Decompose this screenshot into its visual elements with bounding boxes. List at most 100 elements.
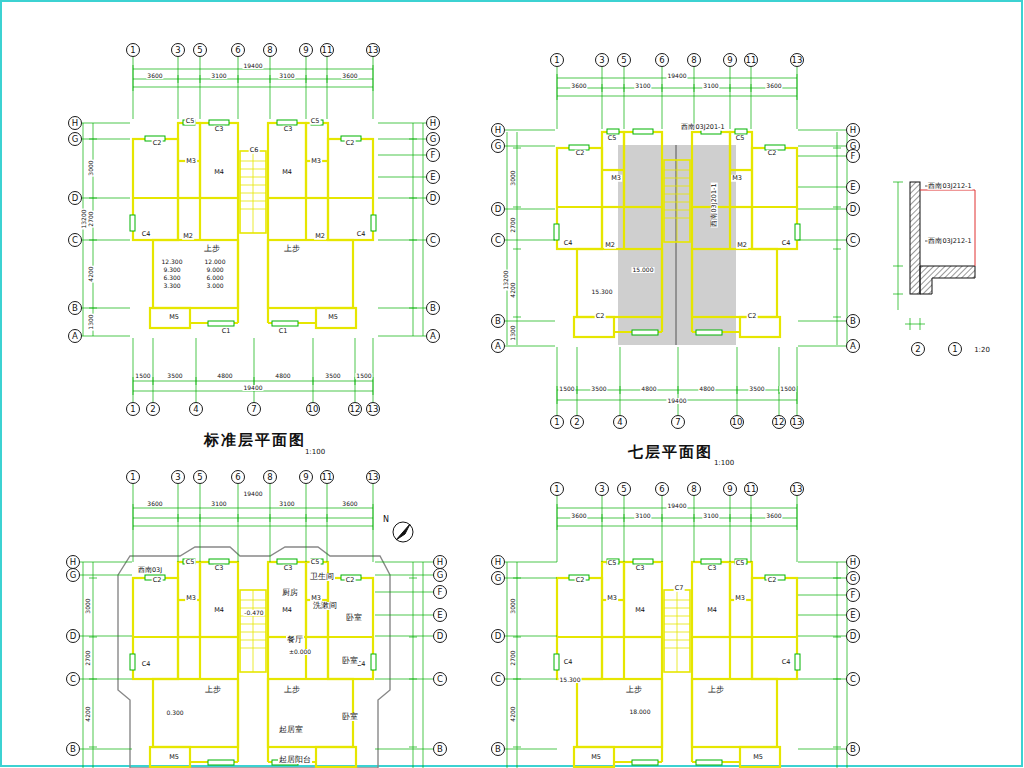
axis-line xyxy=(378,198,426,199)
axis-line xyxy=(694,496,695,562)
window-tag: C4 xyxy=(141,661,152,668)
axis-bubble: 8 xyxy=(687,53,701,67)
axis-bubble: 11 xyxy=(320,470,334,484)
dimension-text: 13200 xyxy=(503,269,509,290)
axis-bubble: E xyxy=(846,180,860,194)
axis-bubble: B xyxy=(491,314,505,328)
axis-bubble: G xyxy=(491,139,505,153)
axis-bubble: 13 xyxy=(366,43,380,57)
axis-line xyxy=(798,130,846,131)
axis-bubble: 11 xyxy=(744,53,758,67)
dimension-text: 4200 xyxy=(510,705,516,722)
axis-bubble: 1 xyxy=(550,415,564,429)
axis-line xyxy=(751,67,752,129)
north-arrow xyxy=(393,522,413,542)
axis-line xyxy=(82,240,130,241)
window-tag: M4 xyxy=(213,169,225,176)
dimension-text: 2700 xyxy=(88,210,94,227)
axis-line xyxy=(306,57,307,119)
dimension-text: 3600 xyxy=(341,73,358,79)
window-tag: M3 xyxy=(731,175,743,182)
axis-line xyxy=(375,615,433,616)
axis-line xyxy=(505,679,557,680)
elevation-text: 9.300 xyxy=(162,267,181,273)
axis-line xyxy=(779,347,780,415)
axis-bubble: B xyxy=(433,742,447,756)
axis-line xyxy=(602,67,603,129)
window-tag: M3 xyxy=(610,175,622,182)
axis-bubble: 4 xyxy=(189,402,203,416)
room-label: 卧室 xyxy=(341,713,359,721)
window-tag: C5 xyxy=(310,118,321,125)
axis-bubble: 2 xyxy=(146,402,160,416)
axis-bubble: B xyxy=(426,301,440,315)
axis-bubble: C xyxy=(846,233,860,247)
window-tag: C5 xyxy=(607,560,618,567)
dimension-text: 3500 xyxy=(590,386,607,392)
axis-bubble: H xyxy=(491,123,505,137)
axis-line xyxy=(373,338,374,402)
axis-line xyxy=(730,496,731,562)
axis-line xyxy=(798,156,846,157)
axis-line xyxy=(662,496,663,562)
axis-bubble: 7 xyxy=(247,402,261,416)
dimension-text: 1500 xyxy=(355,373,372,379)
window-tag: M4 xyxy=(706,607,718,614)
window-tag: C2 xyxy=(345,140,356,147)
axis-line xyxy=(798,679,846,680)
axis-line xyxy=(378,308,426,309)
window-tag: 西南03J201-1 xyxy=(680,124,725,131)
axis-bubble: B xyxy=(491,742,505,756)
room-label: 卧室 xyxy=(341,657,359,665)
elevation-text: 18.000 xyxy=(629,709,652,715)
axis-bubble: 12 xyxy=(772,415,786,429)
window-tag: M2 xyxy=(314,233,326,240)
window-tag: C6 xyxy=(249,147,260,154)
dimension-text: 19400 xyxy=(242,63,263,69)
elevation-text: 15.300 xyxy=(559,677,582,683)
axis-bubble: G xyxy=(68,132,82,146)
axis-line xyxy=(624,496,625,562)
room-label: 厨房 xyxy=(281,589,299,597)
axis-line xyxy=(797,347,798,415)
dimension-text: 19400 xyxy=(666,398,687,404)
axis-bubble: H xyxy=(491,555,505,569)
axis-bubble: 10 xyxy=(730,415,744,429)
axis-line xyxy=(378,240,426,241)
dimension-text: 3000 xyxy=(88,159,94,176)
elevation-text: 12.300 xyxy=(161,259,184,265)
window-tag: C2 xyxy=(767,577,778,584)
axis-line xyxy=(798,146,846,147)
window-tag: C5 xyxy=(185,118,196,125)
axis-bubble: F xyxy=(846,149,860,163)
window-tag: C4 xyxy=(781,240,792,247)
dimension-text: 4800 xyxy=(698,386,715,392)
window-tag: C2 xyxy=(152,577,163,584)
axis-bubble: 5 xyxy=(617,482,631,496)
window-tag: M3 xyxy=(310,158,322,165)
dimension-text: 3500 xyxy=(166,373,183,379)
axis-line xyxy=(178,57,179,119)
axis-bubble: 1 xyxy=(126,402,140,416)
axis-line xyxy=(200,57,201,119)
axis-line xyxy=(133,484,134,562)
axis-line xyxy=(624,67,625,129)
axis-bubble: 8 xyxy=(687,482,701,496)
axis-line xyxy=(238,484,239,562)
window-tag: C2 xyxy=(345,577,356,584)
axis-line xyxy=(505,636,557,637)
axis-line xyxy=(378,139,426,140)
window-tag: M5 xyxy=(168,314,180,321)
axis-line xyxy=(306,484,307,562)
scale-text: 1:100 xyxy=(713,460,735,467)
axis-bubble: 13 xyxy=(790,415,804,429)
axis-line xyxy=(798,595,846,596)
dimension-text: 3600 xyxy=(570,513,587,519)
axis-line xyxy=(797,67,798,129)
room-label: 卫生间 xyxy=(309,573,335,581)
axis-line xyxy=(678,347,679,415)
dimension-text: 4800 xyxy=(274,373,291,379)
elevation-text: 9.000 xyxy=(205,267,224,273)
wall-section-detail xyxy=(893,182,975,330)
axis-line xyxy=(557,67,558,129)
